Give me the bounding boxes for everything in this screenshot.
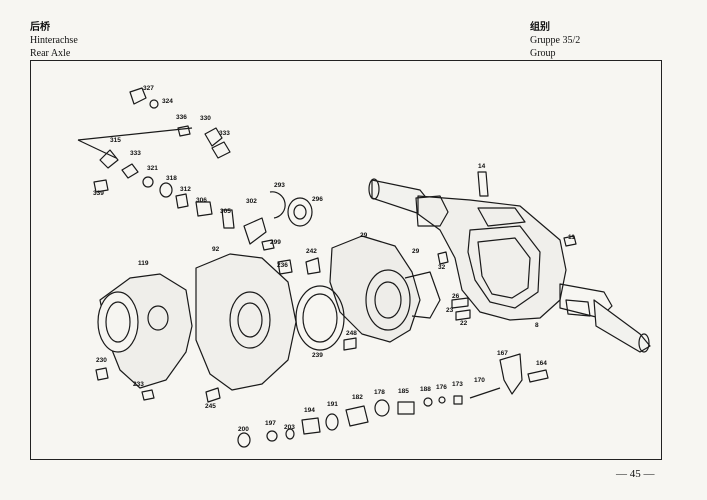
part-number: 188 (420, 386, 431, 393)
part-number: 239 (312, 352, 323, 359)
part-number: 293 (274, 182, 285, 189)
part-number: 336 (176, 114, 187, 121)
housing-cover-119 (97, 273, 193, 389)
part-number: 22 (460, 320, 468, 327)
title-chinese: 后桥 (30, 22, 50, 33)
part-number: 245 (205, 403, 216, 410)
part-number: 324 (162, 98, 173, 105)
part-number: 296 (312, 196, 323, 203)
part-number: 194 (304, 407, 315, 414)
part-number: 312 (180, 186, 191, 193)
gasket-239 (295, 285, 345, 351)
part-number: 23 (446, 307, 454, 314)
part-number: 92 (212, 246, 220, 253)
part-number: 318 (166, 175, 177, 182)
part-number: 26 (452, 293, 460, 300)
part-number: 11 (568, 234, 575, 241)
gear-housing-92 (195, 253, 297, 391)
group-german: Gruppe 35/2 (530, 35, 581, 46)
differential-carrier (329, 235, 441, 343)
part-number: 321 (147, 165, 158, 172)
diagram-frame (30, 60, 662, 460)
part-number: 185 (398, 388, 409, 395)
part-number: 305 (220, 208, 231, 215)
part-number: 339 (93, 190, 104, 197)
axle-housing (368, 178, 651, 353)
title-english: Rear Axle (30, 48, 71, 59)
small-parts-lower (95, 171, 577, 448)
part-number: 242 (306, 248, 317, 255)
group-chinese: 组别 (530, 22, 550, 33)
part-number: 233 (133, 381, 144, 388)
part-number: 119 (138, 260, 149, 267)
part-number: 14 (478, 163, 486, 170)
part-number: 302 (246, 198, 257, 205)
part-number: 333 (219, 130, 230, 137)
part-number: 333 (130, 150, 141, 157)
small-parts-upper (77, 87, 313, 245)
part-number: 176 (436, 384, 447, 391)
header-left: 后桥 Hinterachse Rear Axle (30, 21, 78, 60)
part-number: 200 (238, 426, 249, 433)
page-number: — 45 — (616, 468, 655, 480)
part-number: 29 (360, 232, 368, 239)
part-number: 182 (352, 394, 363, 401)
part-number: 230 (96, 357, 107, 364)
part-number: 178 (374, 389, 385, 396)
part-number: 299 (270, 239, 281, 246)
part-number: 164 (536, 360, 547, 367)
part-number: 203 (284, 424, 295, 431)
part-number: 248 (346, 330, 357, 337)
part-number: 29 (412, 248, 420, 255)
group-english: Group (530, 48, 556, 59)
part-number: 315 (110, 137, 121, 144)
part-number: 170 (474, 377, 485, 384)
part-number: 191 (327, 401, 338, 408)
part-number: 330 (200, 115, 211, 122)
part-number: 306 (196, 197, 207, 204)
header-right: 组别 Gruppe 35/2 Group (530, 21, 580, 60)
part-number: 327 (143, 85, 154, 92)
part-number: 167 (497, 350, 508, 357)
part-number: 32 (438, 264, 446, 271)
part-number: 173 (452, 381, 463, 388)
part-number: 236 (277, 262, 288, 269)
part-number: 197 (265, 420, 276, 427)
title-german: Hinterachse (30, 35, 78, 46)
part-number: 8 (535, 322, 539, 329)
